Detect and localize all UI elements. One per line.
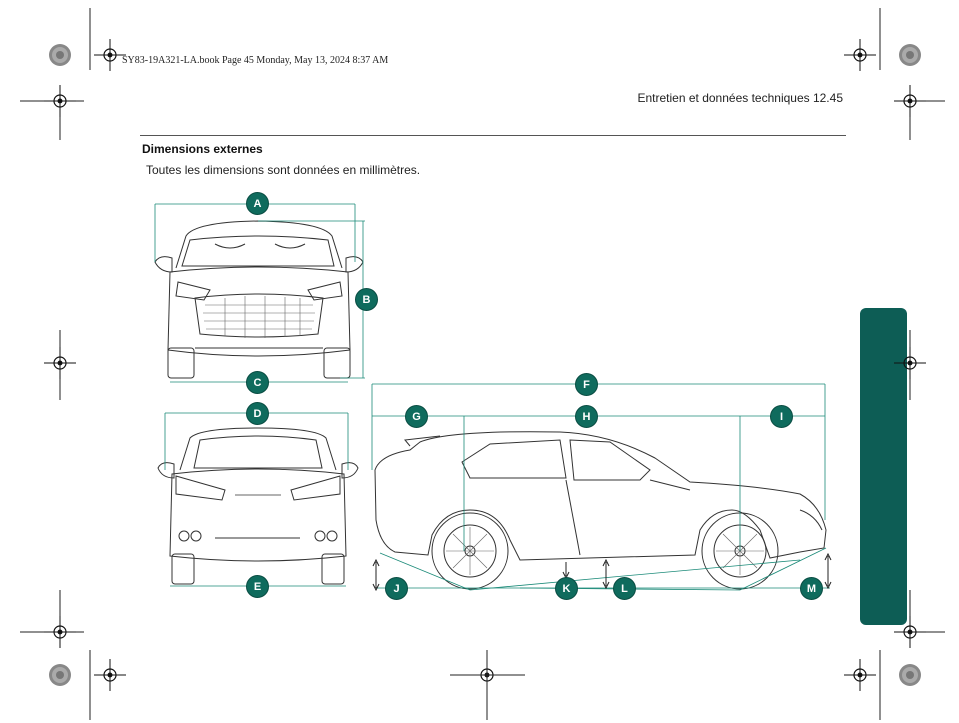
dimension-badge-l: L xyxy=(613,577,636,600)
registration-mark-icon xyxy=(93,658,127,692)
registration-mark-icon xyxy=(893,346,927,380)
registration-mark-icon xyxy=(43,84,77,118)
dimension-badge-m: M xyxy=(800,577,823,600)
dimension-badge-k: K xyxy=(555,577,578,600)
registration-mark-icon xyxy=(43,615,77,649)
dimension-badge-c: C xyxy=(246,371,269,394)
registration-mark-icon xyxy=(843,38,877,72)
dimension-badge-i: I xyxy=(770,405,793,428)
height-arrows xyxy=(372,552,832,592)
registration-mark-icon xyxy=(893,615,927,649)
dimension-badge-h: H xyxy=(575,405,598,428)
dimension-badge-j: J xyxy=(385,577,408,600)
page-header: Entretien et données techniques 12.45 xyxy=(637,91,844,105)
color-bar-icon xyxy=(49,44,71,66)
registration-mark-icon xyxy=(93,38,127,72)
dimension-badge-a: A xyxy=(246,192,269,215)
header-rule xyxy=(140,135,846,136)
print-slug: SY83-19A321-LA.book Page 45 Monday, May … xyxy=(122,55,389,66)
color-bar-icon xyxy=(899,44,921,66)
dimension-lines-front xyxy=(154,203,365,383)
dimension-badge-d: D xyxy=(246,402,269,425)
dimension-lines-side xyxy=(371,383,830,591)
color-bar-icon xyxy=(49,664,71,686)
dimension-badge-b: B xyxy=(355,288,378,311)
dimension-lines-rear xyxy=(164,412,349,587)
registration-mark-icon xyxy=(893,84,927,118)
section-title: Dimensions externes xyxy=(142,142,263,156)
side-view-car-icon xyxy=(374,431,827,590)
front-view-car-icon xyxy=(154,220,364,379)
chapter-tab xyxy=(860,308,907,625)
dimension-badge-f: F xyxy=(575,373,598,396)
dimension-badge-e: E xyxy=(246,575,269,598)
crop-marks xyxy=(20,8,945,720)
registration-mark-icon xyxy=(843,658,877,692)
section-subtitle: Toutes les dimensions sont données en mi… xyxy=(146,163,421,177)
dimension-badge-g: G xyxy=(405,405,428,428)
registration-mark-icon xyxy=(43,346,77,380)
rear-view-car-icon xyxy=(157,427,359,585)
color-bar-icon xyxy=(899,664,921,686)
